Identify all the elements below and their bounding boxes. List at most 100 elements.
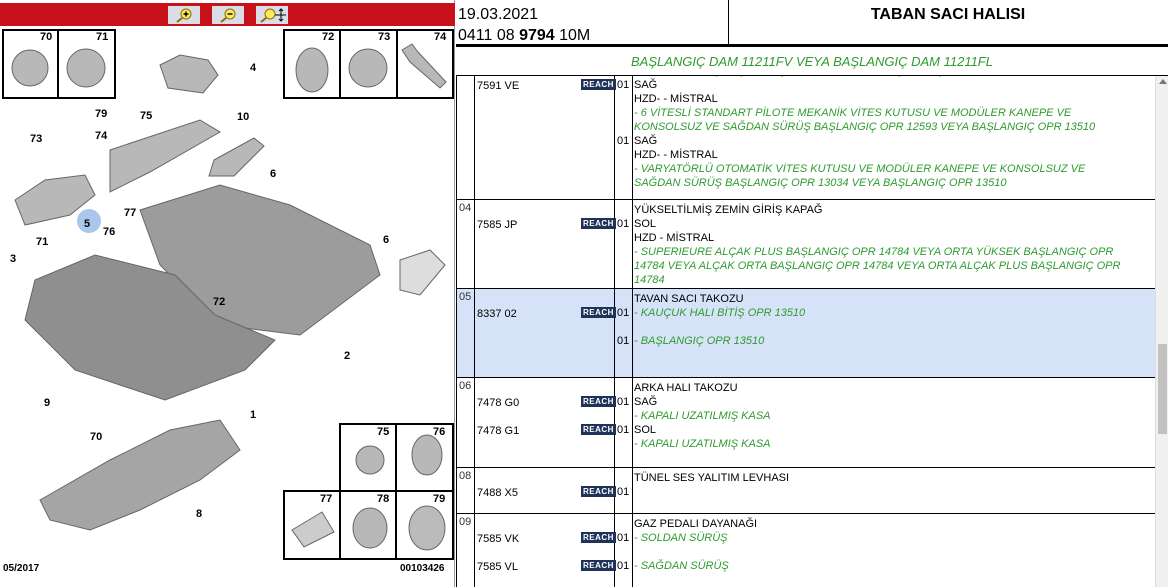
callout-70[interactable]: 70 bbox=[40, 31, 53, 43]
callout-71[interactable]: 71 bbox=[36, 236, 49, 248]
callout-1[interactable]: 1 bbox=[250, 409, 257, 421]
reach-badge[interactable]: REACH bbox=[581, 532, 616, 543]
column-divider bbox=[614, 76, 615, 199]
callout-10[interactable]: 10 bbox=[237, 111, 250, 123]
callout-75[interactable]: 75 bbox=[377, 426, 390, 438]
column-divider bbox=[474, 289, 475, 377]
callout-4[interactable]: 4 bbox=[250, 62, 257, 74]
callout-78[interactable]: 78 bbox=[377, 493, 390, 505]
line-item: HZD- - MİSTRAL bbox=[457, 148, 1155, 162]
zoom-in-icon bbox=[175, 8, 191, 23]
condition-text: 14784 bbox=[634, 274, 665, 286]
quantity: 01 bbox=[617, 424, 630, 436]
condition-banner: BAŞLANGIÇ DAM 11211FV VEYA BAŞLANGIÇ DAM… bbox=[456, 47, 1168, 76]
part-reference[interactable]: 8337 02 bbox=[477, 308, 517, 320]
column-divider bbox=[474, 468, 475, 513]
parts-list-panel: 19.03.2021 0411 08 9794 10M TABAN SACI H… bbox=[456, 0, 1168, 587]
code-bold: 9794 bbox=[519, 27, 555, 44]
description-text: GAZ PEDALI DAYANAĞI bbox=[634, 518, 758, 530]
line-item: HZD - MİSTRAL bbox=[457, 231, 1155, 245]
zoom-toolbar bbox=[0, 3, 455, 26]
callout-77[interactable]: 77 bbox=[124, 207, 137, 219]
callout-74[interactable]: 74 bbox=[95, 130, 108, 142]
column-divider bbox=[632, 200, 633, 288]
callout-9[interactable]: 9 bbox=[44, 397, 51, 409]
callout-77[interactable]: 77 bbox=[320, 493, 333, 505]
quantity: 01 bbox=[617, 532, 630, 544]
reach-badge[interactable]: REACH bbox=[581, 396, 616, 407]
line-item: - 6 VİTESLİ STANDART PİLOTE MEKANİK VİTE… bbox=[457, 106, 1155, 120]
callout-74[interactable]: 74 bbox=[434, 31, 447, 43]
reach-badge[interactable]: REACH bbox=[581, 79, 616, 90]
part-reference[interactable]: 7591 VE bbox=[477, 80, 520, 92]
line-item: TÜNEL SES YALITIM LEVHASI bbox=[457, 471, 1155, 485]
callout-75[interactable]: 75 bbox=[140, 110, 153, 122]
description-text: HZD- - MİSTRAL bbox=[634, 93, 718, 105]
callout-79[interactable]: 79 bbox=[95, 108, 108, 120]
part-reference[interactable]: 7585 JP bbox=[477, 219, 518, 231]
callout-3[interactable]: 3 bbox=[10, 253, 17, 265]
condition-text: - 6 VİTESLİ STANDART PİLOTE MEKANİK VİTE… bbox=[634, 107, 1072, 119]
line-item: 14784 bbox=[457, 273, 1155, 287]
callout-73[interactable]: 73 bbox=[30, 133, 43, 145]
callout-6[interactable]: 6 bbox=[270, 168, 277, 180]
row-index: 09 bbox=[459, 516, 472, 528]
condition-text: - VARYATÖRLÜ OTOMATİK VİTES KUTUSU VE MO… bbox=[634, 163, 1086, 175]
table-row[interactable]: SOLDAN SÜRÜŞ BAŞLANGIÇ OPR 13034 VEYA BA… bbox=[456, 76, 1155, 200]
line-item: GAZ PEDALI DAYANAĞI bbox=[457, 517, 1155, 531]
part-reference[interactable]: 7585 VK bbox=[477, 533, 520, 545]
callout-76[interactable]: 76 bbox=[433, 426, 446, 438]
column-divider bbox=[632, 468, 633, 513]
callout-6[interactable]: 6 bbox=[383, 234, 390, 246]
reach-badge[interactable]: REACH bbox=[581, 218, 616, 229]
callout-76[interactable]: 76 bbox=[103, 226, 116, 238]
line-item: SAĞDAN SÜRÜŞ BAŞLANGIÇ OPR 13034 VEYA BA… bbox=[457, 176, 1155, 190]
condition-text: - KAPALI UZATILMIŞ KASA bbox=[634, 438, 771, 450]
column-divider bbox=[614, 289, 615, 377]
reach-badge[interactable]: REACH bbox=[581, 424, 616, 435]
callout-2[interactable]: 2 bbox=[344, 350, 351, 362]
parts-diagram[interactable] bbox=[0, 28, 455, 587]
diagram-date: 05/2017 bbox=[3, 563, 40, 574]
part-reference[interactable]: 7478 G0 bbox=[477, 397, 520, 409]
callout-70[interactable]: 70 bbox=[90, 431, 103, 443]
callout-5[interactable]: 5 bbox=[84, 218, 91, 230]
scrollbar[interactable] bbox=[1155, 76, 1168, 587]
column-divider bbox=[474, 200, 475, 288]
column-divider bbox=[614, 514, 615, 587]
part-reference[interactable]: 7585 VL bbox=[477, 561, 518, 573]
callout-71[interactable]: 71 bbox=[96, 31, 109, 43]
callout-8[interactable]: 8 bbox=[196, 508, 203, 520]
part-reference[interactable]: 7478 G1 bbox=[477, 425, 520, 437]
quantity: 01 bbox=[617, 79, 630, 91]
reach-badge[interactable]: REACH bbox=[581, 486, 616, 497]
reach-badge[interactable]: REACH bbox=[581, 560, 616, 571]
zoom-in-button[interactable] bbox=[167, 5, 200, 24]
zoom-pan-button[interactable] bbox=[255, 5, 288, 24]
description-text: SAĞ bbox=[634, 396, 658, 408]
scroll-up-icon[interactable] bbox=[1159, 79, 1167, 84]
reach-badge[interactable]: REACH bbox=[581, 307, 616, 318]
diagram-panel: 70 71 72 73 74 4 79 74 75 10 73 6 5 76 77 3 71 6 72 2 9 1 70 75… bbox=[0, 0, 455, 587]
line-item bbox=[457, 545, 1155, 559]
condition-text: - KAPALI UZATILMIŞ KASA bbox=[634, 410, 771, 422]
part-reference[interactable]: 7488 X5 bbox=[477, 487, 518, 499]
callout-73[interactable]: 73 bbox=[378, 31, 391, 43]
header-code: 0411 08 9794 10M bbox=[458, 27, 590, 45]
zoom-out-button[interactable] bbox=[211, 5, 244, 24]
callout-72[interactable]: 72 bbox=[322, 31, 335, 43]
callout-72[interactable]: 72 bbox=[213, 296, 226, 308]
callout-79[interactable]: 79 bbox=[433, 493, 446, 505]
condition-text: - SAĞDAN SÜRÜŞ bbox=[634, 560, 729, 572]
header-divider bbox=[728, 0, 729, 45]
line-item: HZD- - MİSTRAL bbox=[457, 92, 1155, 106]
scrollbar-thumb[interactable] bbox=[1158, 344, 1167, 434]
